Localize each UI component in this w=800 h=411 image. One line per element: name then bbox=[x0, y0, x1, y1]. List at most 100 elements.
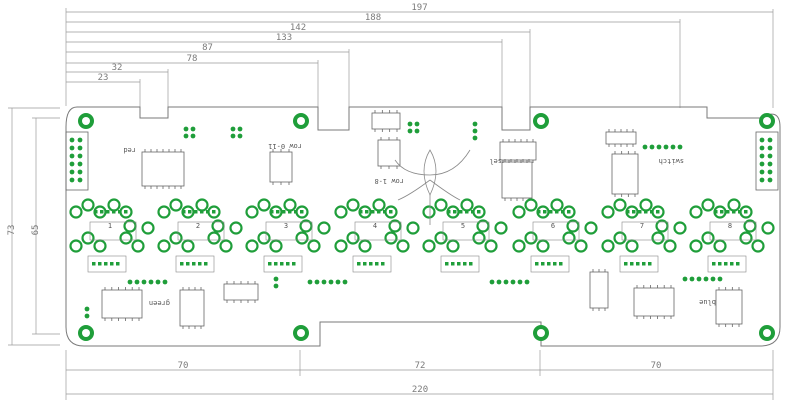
led-footprint bbox=[406, 221, 420, 235]
resistor-pad bbox=[720, 210, 724, 214]
header-pin bbox=[710, 276, 716, 282]
led-footprint bbox=[69, 205, 83, 219]
bottom-pad bbox=[98, 262, 102, 266]
led-footprint bbox=[346, 198, 360, 212]
led-footprint bbox=[157, 205, 171, 219]
bottom-pad bbox=[648, 262, 652, 266]
led-group-number: 5 bbox=[461, 222, 465, 230]
header-pin bbox=[524, 279, 530, 285]
header-pin bbox=[190, 133, 196, 139]
resistor-pad bbox=[282, 210, 286, 214]
bottom-pad bbox=[363, 262, 367, 266]
led-footprint bbox=[476, 219, 490, 233]
board-outline bbox=[65, 106, 781, 347]
led-footprint bbox=[69, 239, 83, 253]
resistor-pad bbox=[270, 210, 274, 214]
led-footprint bbox=[613, 231, 627, 245]
bottom-pad bbox=[451, 262, 455, 266]
led-footprint bbox=[358, 239, 372, 253]
led-footprint bbox=[512, 239, 526, 253]
led-array-outline bbox=[621, 221, 669, 241]
header-pin bbox=[273, 276, 279, 282]
led-footprint bbox=[307, 239, 321, 253]
led-footprint bbox=[269, 239, 283, 253]
led-footprint bbox=[584, 221, 598, 235]
resistor-pad bbox=[447, 210, 451, 214]
bottom-pad bbox=[280, 262, 284, 266]
driver-outline bbox=[619, 255, 659, 273]
header-pin bbox=[503, 279, 509, 285]
label-green: green bbox=[149, 299, 170, 307]
ic-chip bbox=[223, 283, 259, 301]
bottom-pad bbox=[718, 262, 722, 266]
header-pin bbox=[759, 177, 765, 183]
header-pin bbox=[510, 279, 516, 285]
header-pin bbox=[230, 133, 236, 139]
header-pin bbox=[237, 126, 243, 132]
resistor-pad bbox=[465, 210, 469, 214]
led-footprint bbox=[751, 239, 765, 253]
right-box-header bbox=[755, 131, 779, 191]
led-footprint bbox=[663, 239, 677, 253]
header-pin bbox=[663, 144, 669, 150]
resistor-pad bbox=[453, 210, 457, 214]
header-pin bbox=[84, 306, 90, 312]
ic-chip bbox=[633, 287, 675, 317]
header-pin bbox=[767, 153, 773, 159]
label-blue: blue bbox=[699, 298, 716, 306]
led-group-1: 1 bbox=[69, 198, 155, 273]
header-pin bbox=[148, 279, 154, 285]
resistor-pad bbox=[276, 210, 280, 214]
header-pin bbox=[77, 137, 83, 143]
bottom-pad bbox=[198, 262, 202, 266]
bottom-pad bbox=[547, 262, 551, 266]
header-pin bbox=[273, 283, 279, 289]
led-group-number: 3 bbox=[284, 222, 288, 230]
header-pin bbox=[689, 276, 695, 282]
ic-chip bbox=[715, 289, 743, 325]
bottom-pad bbox=[445, 262, 449, 266]
mounting-hole-drill bbox=[82, 117, 90, 125]
led-footprint bbox=[334, 239, 348, 253]
header-pin bbox=[77, 161, 83, 167]
bottom-pad bbox=[724, 262, 728, 266]
resistor-pad bbox=[537, 210, 541, 214]
dim-top-4: 87 bbox=[202, 43, 213, 53]
led-footprint bbox=[396, 239, 410, 253]
led-footprint bbox=[651, 231, 665, 245]
resistor-pad bbox=[561, 210, 565, 214]
led-footprint bbox=[119, 231, 133, 245]
led-group-5: 5 bbox=[422, 198, 508, 273]
header-pin bbox=[414, 128, 420, 134]
led-array-outline bbox=[177, 221, 225, 241]
led-footprint bbox=[713, 239, 727, 253]
led-group-7: 7 bbox=[601, 198, 687, 273]
dim-top-7: 23 bbox=[98, 73, 109, 83]
header-pin bbox=[677, 144, 683, 150]
bottom-pad bbox=[286, 262, 290, 266]
label-row-0-11: row 0-11 bbox=[268, 142, 302, 150]
bottom-pad bbox=[104, 262, 108, 266]
led-footprint bbox=[245, 205, 259, 219]
header-pin bbox=[670, 144, 676, 150]
mounting-hole-drill bbox=[763, 329, 771, 337]
resistor-pad bbox=[389, 210, 393, 214]
resistor-pad bbox=[549, 210, 553, 214]
led-group-2: 2 bbox=[157, 198, 243, 273]
mounting-hole-drill bbox=[537, 117, 545, 125]
flower-logo bbox=[394, 149, 471, 225]
bottom-pad bbox=[186, 262, 190, 266]
resistor-pad bbox=[638, 210, 642, 214]
led-group-number: 4 bbox=[373, 222, 377, 230]
bottom-pad bbox=[369, 262, 373, 266]
led-footprint bbox=[211, 219, 225, 233]
mounting-hole-drill bbox=[297, 329, 305, 337]
header-pin bbox=[767, 177, 773, 183]
header-pin bbox=[759, 161, 765, 167]
led-group-6: 6 bbox=[512, 198, 598, 273]
driver-outline bbox=[87, 255, 127, 273]
bottom-pad bbox=[463, 262, 467, 266]
led-footprint bbox=[673, 221, 687, 235]
bottom-pad bbox=[357, 262, 361, 266]
led-array-outline bbox=[709, 221, 757, 241]
